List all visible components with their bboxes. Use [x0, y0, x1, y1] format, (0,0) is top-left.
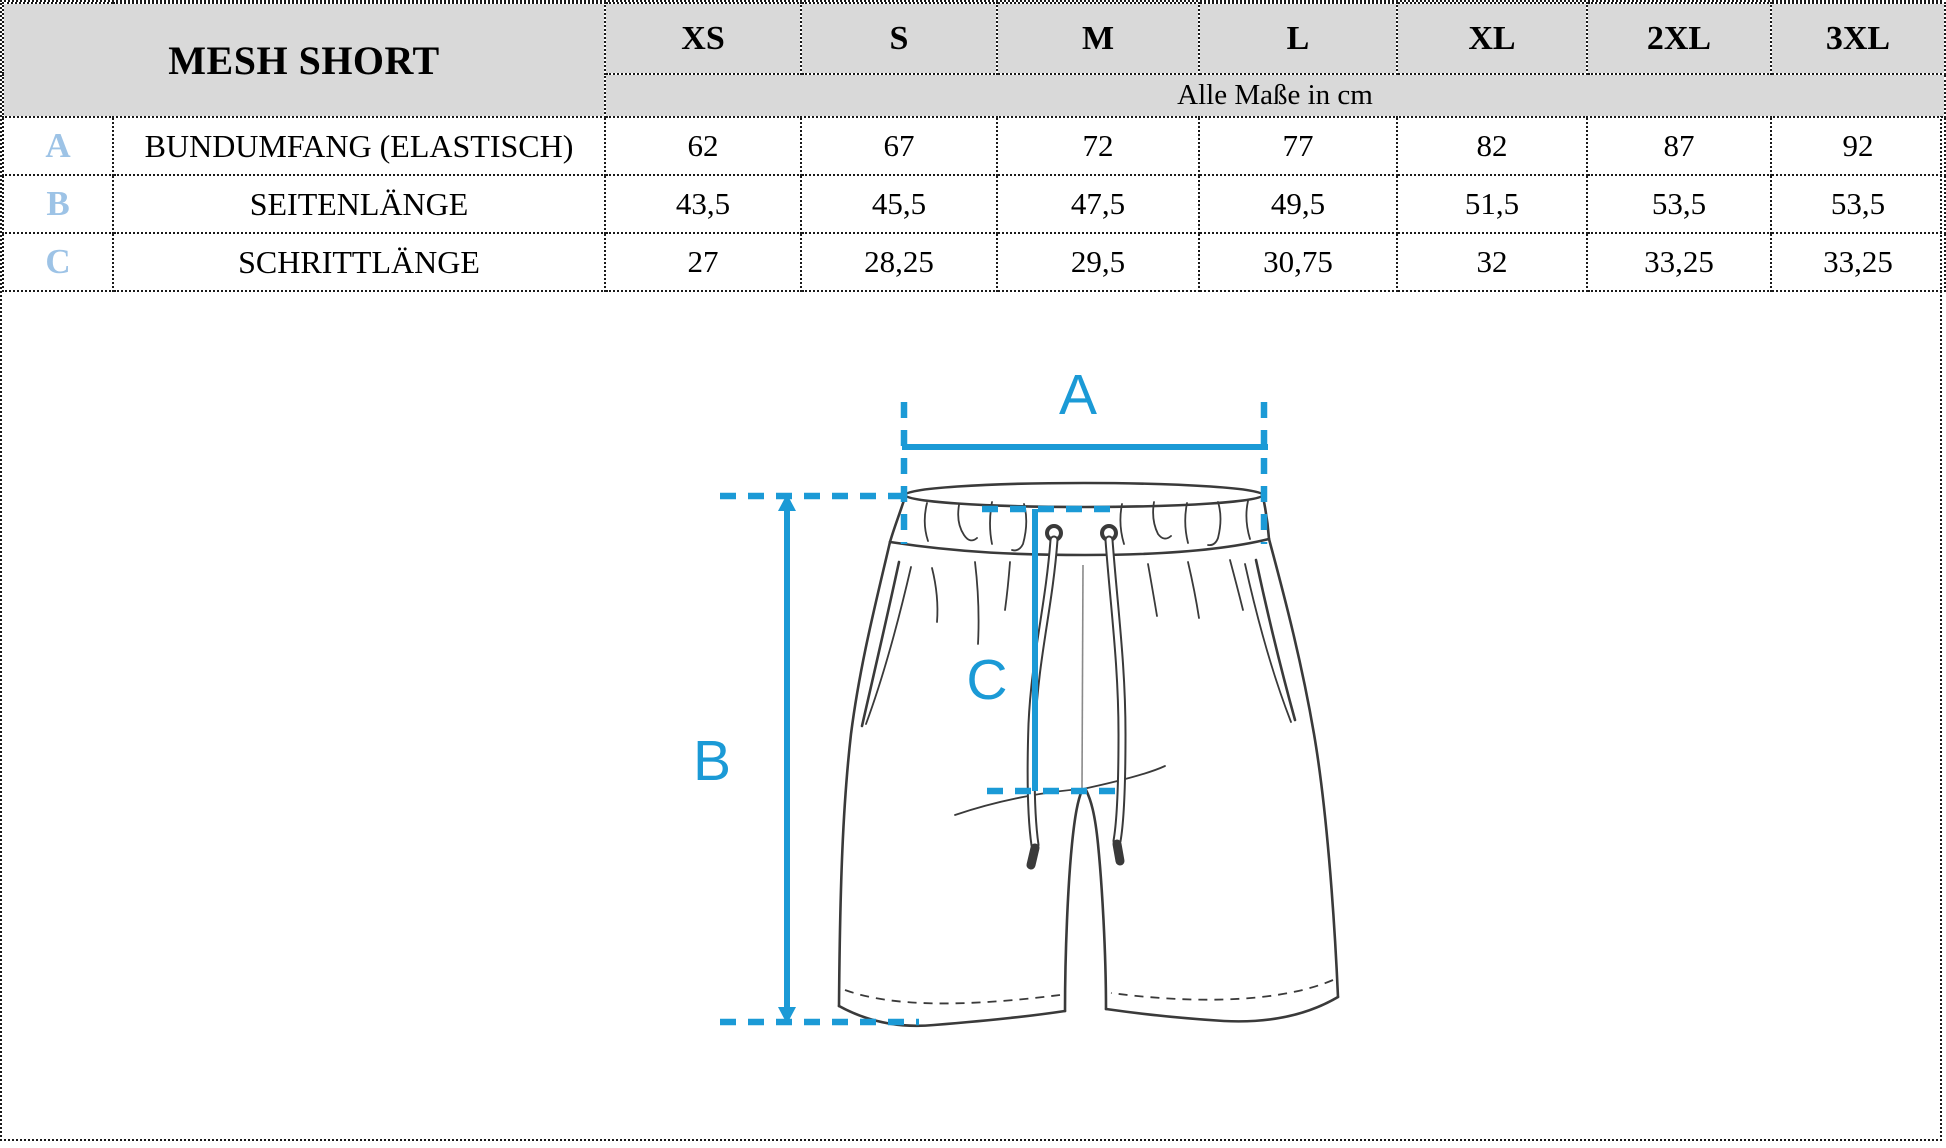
right-pocket-line-2 — [1244, 563, 1292, 723]
size-col-header-xs: XS — [604, 2, 802, 75]
right-outer-seam — [1267, 537, 1340, 999]
size-col-header-xl: XL — [1396, 2, 1588, 75]
row-label-a: BUNDUMFANG (ELASTISCH) — [112, 116, 606, 176]
row-letter-a: A — [2, 116, 114, 176]
size-chart-table: MESH SHORT XS S M L XL 2XL 3XL Alle Maße… — [2, 2, 1946, 292]
right-hem-stitch — [1110, 979, 1334, 1001]
left-pocket-line — [860, 560, 901, 728]
unit-note: Alle Maße in cm — [604, 73, 1946, 118]
row-label-b: SEITENLÄNGE — [112, 174, 606, 234]
value-cell: 45,5 — [800, 174, 998, 234]
left-hem-stitch — [844, 989, 1061, 1005]
waistband-gather-marks — [923, 500, 1251, 552]
right-pocket-line — [1254, 558, 1297, 722]
table-row-a: A BUNDUMFANG (ELASTISCH) 62 67 72 77 82 … — [2, 116, 1946, 176]
dim-a-label: A — [1059, 363, 1097, 427]
dimension-b: B — [693, 492, 919, 1026]
value-cell: 53,5 — [1770, 174, 1946, 234]
fabric-wrinkles — [931, 559, 1244, 645]
value-cell: 47,5 — [996, 174, 1200, 234]
waistband-bottom-edge — [888, 537, 1271, 557]
value-cell: 82 — [1396, 116, 1588, 176]
dimension-a: A — [900, 363, 1268, 544]
dim-c-label: C — [966, 648, 1007, 712]
size-col-header-2xl: 2XL — [1586, 2, 1772, 75]
size-col-header-m: M — [996, 2, 1200, 75]
shorts-sketch — [837, 481, 1340, 1028]
value-cell: 43,5 — [604, 174, 802, 234]
left-pocket-line-2 — [865, 566, 912, 725]
value-cell: 62 — [604, 116, 802, 176]
size-col-header-l: L — [1198, 2, 1398, 75]
value-cell: 33,25 — [1770, 232, 1946, 292]
dim-b-arrow-down — [778, 1007, 796, 1024]
shorts-measurement-diagram: A B C — [2, 294, 1946, 1143]
row-label-c: SCHRITTLÄNGE — [112, 232, 606, 292]
dimension-c: C — [966, 505, 1125, 795]
row-letter-b: B — [2, 174, 114, 234]
dim-b-label: B — [693, 729, 731, 793]
value-cell: 77 — [1198, 116, 1398, 176]
waist-opening-line — [903, 481, 1265, 509]
value-cell: 49,5 — [1198, 174, 1398, 234]
value-cell: 53,5 — [1586, 174, 1772, 234]
value-cell: 72 — [996, 116, 1200, 176]
size-col-header-s: S — [800, 2, 998, 75]
value-cell: 27 — [604, 232, 802, 292]
right-hem — [1104, 995, 1340, 1023]
value-cell: 28,25 — [800, 232, 998, 292]
value-cell: 29,5 — [996, 232, 1200, 292]
left-aglet — [1026, 843, 1040, 870]
row-letter-c: C — [2, 232, 114, 292]
value-cell: 92 — [1770, 116, 1946, 176]
center-fly-seam — [1081, 564, 1084, 789]
dim-b-arrow-up — [778, 494, 796, 511]
left-inner-seam — [1063, 788, 1084, 1013]
right-inner-seam — [1084, 788, 1108, 1011]
size-col-header-3xl: 3XL — [1770, 2, 1946, 75]
table-row-b: B SEITENLÄNGE 43,5 45,5 47,5 49,5 51,5 5… — [2, 174, 1946, 234]
value-cell: 87 — [1586, 116, 1772, 176]
value-cell: 32 — [1396, 232, 1588, 292]
value-cell: 51,5 — [1396, 174, 1588, 234]
crotch-wrinkle — [954, 765, 1166, 816]
table-row-c: C SCHRITTLÄNGE 27 28,25 29,5 30,75 32 33… — [2, 232, 1946, 292]
value-cell: 67 — [800, 116, 998, 176]
right-aglet — [1112, 839, 1125, 866]
value-cell: 33,25 — [1586, 232, 1772, 292]
left-outer-seam — [837, 540, 892, 1008]
product-title: MESH SHORT — [2, 2, 606, 118]
value-cell: 30,75 — [1198, 232, 1398, 292]
